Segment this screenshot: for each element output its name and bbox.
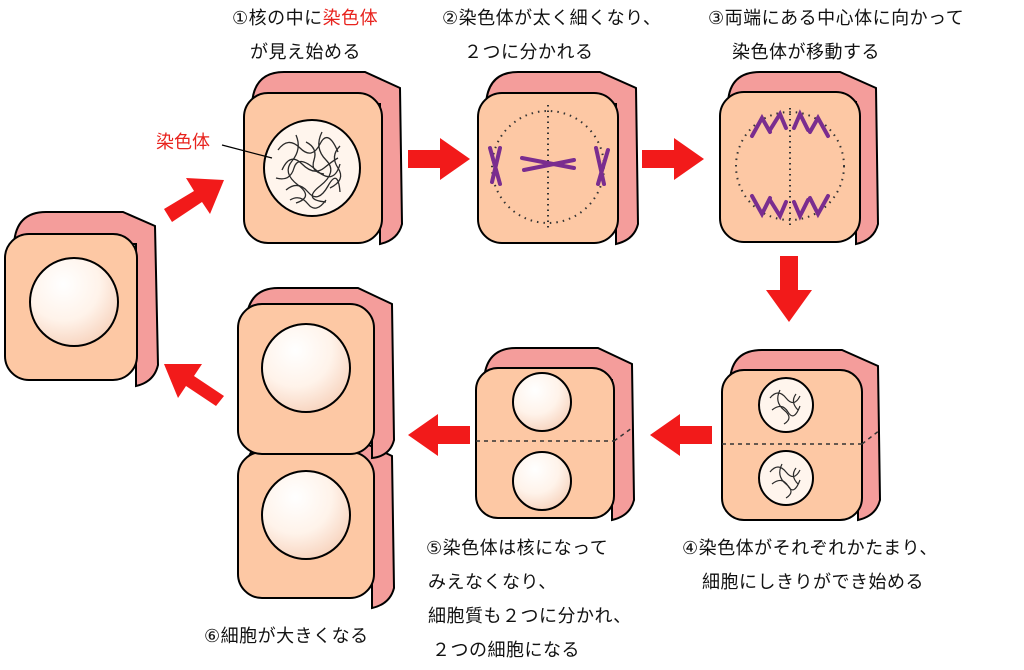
- caption-step4: ④染色体がそれぞれかたまり、 細胞にしきりができ始める: [682, 538, 938, 593]
- cell-step2: [477, 71, 640, 246]
- caption-step5: ⑤染色体は核になって みえなくなり、 細胞質も２つに分かれ、 ２つの細胞になる: [426, 538, 632, 661]
- arrow-3: [642, 138, 704, 180]
- caption-step3: ③両端にある中心体に向かって 染色体が移動する: [708, 8, 965, 63]
- arrow-5: [650, 414, 712, 456]
- nucleus: [512, 451, 572, 511]
- cell-initial: [4, 211, 160, 388]
- cell-step5: [475, 347, 636, 522]
- nucleus: [263, 119, 361, 217]
- arrow-2: [408, 138, 470, 180]
- chromatin-threads: [275, 131, 342, 209]
- caption-step6: ⑥細胞が大きくなる: [204, 626, 369, 647]
- nucleus: [512, 372, 572, 432]
- arrow-7: [164, 364, 224, 406]
- cell-step4: [721, 349, 882, 522]
- cell-step1: [221, 71, 404, 246]
- chromosomes: [488, 146, 610, 186]
- arrow-1: [164, 178, 224, 222]
- callout-line: [221, 144, 273, 159]
- caption-step1: ①核の中に染色体 が見え始める: [232, 8, 379, 63]
- nucleus: [29, 257, 119, 347]
- nucleus: [261, 470, 351, 560]
- nucleus: [261, 323, 351, 413]
- cell-step3: [719, 71, 880, 246]
- arrow-4: [766, 256, 812, 322]
- cell-step6: [237, 287, 396, 610]
- chromosomes: [750, 109, 830, 221]
- arrow-6: [408, 414, 470, 456]
- flow-arrows: [164, 138, 812, 456]
- caption-step2: ②染色体が太く細くなり、 ２つに分かれる: [442, 8, 662, 63]
- chromosome-callout-label: 染色体: [156, 132, 210, 153]
